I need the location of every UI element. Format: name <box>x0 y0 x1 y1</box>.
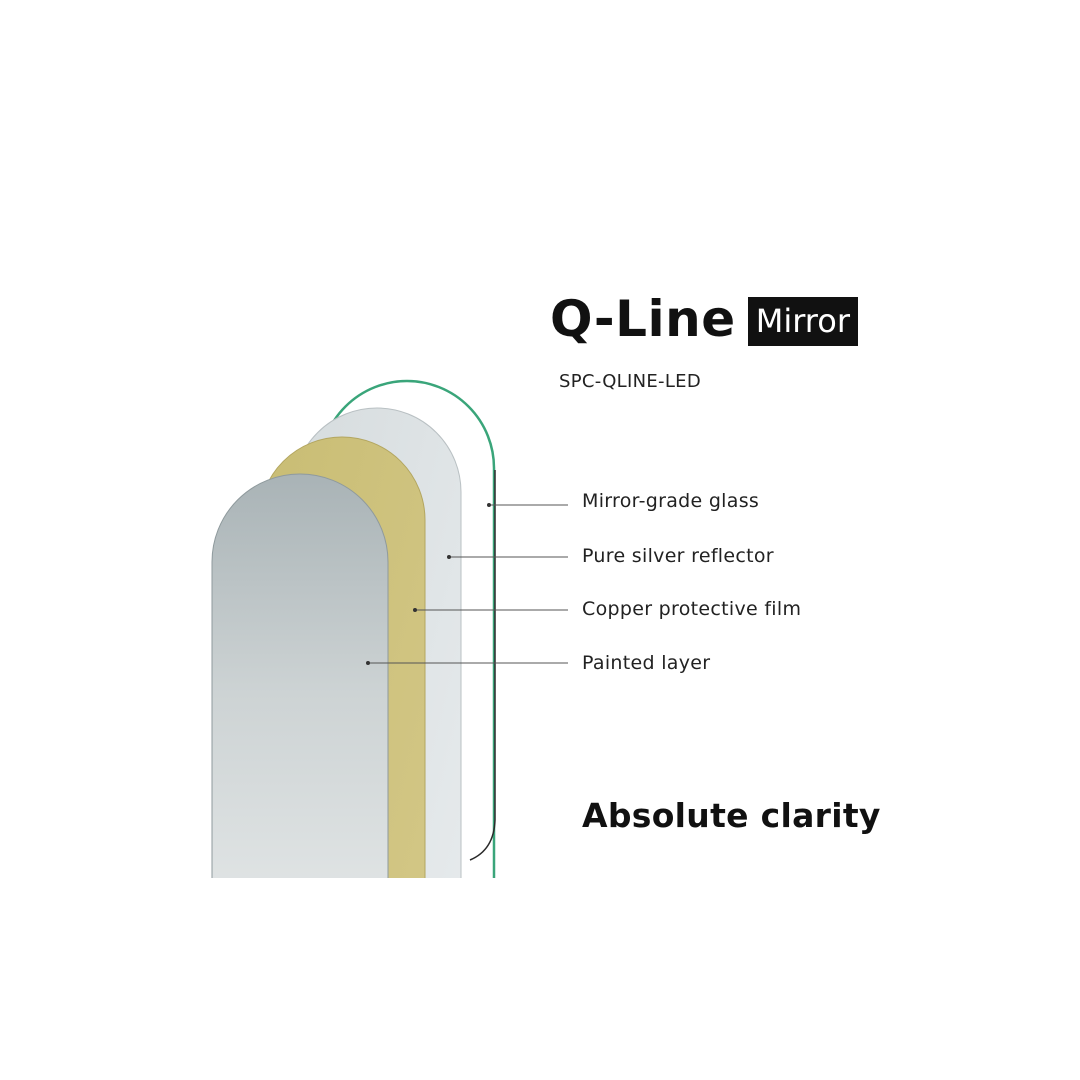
painted-layer <box>211 473 389 878</box>
tagline: Absolute clarity <box>582 796 881 835</box>
leader-dot-copper <box>413 608 417 612</box>
model-code: SPC-QLINE-LED <box>559 371 702 392</box>
leader-dot-silver <box>447 555 451 559</box>
label-pure-silver-reflector: Pure silver reflector <box>582 545 774 567</box>
product-name: Q-Line <box>550 290 736 348</box>
label-copper-protective-film: Copper protective film <box>582 598 802 620</box>
product-title: Q-Line Mirror <box>550 282 858 352</box>
label-mirror-grade-glass: Mirror-grade glass <box>582 490 760 512</box>
leader-lines <box>368 504 568 664</box>
product-type-badge: Mirror <box>747 297 858 346</box>
leader-dot-glass <box>487 503 491 507</box>
leader-dot-painted <box>366 661 370 665</box>
label-painted-layer: Painted layer <box>582 652 711 674</box>
